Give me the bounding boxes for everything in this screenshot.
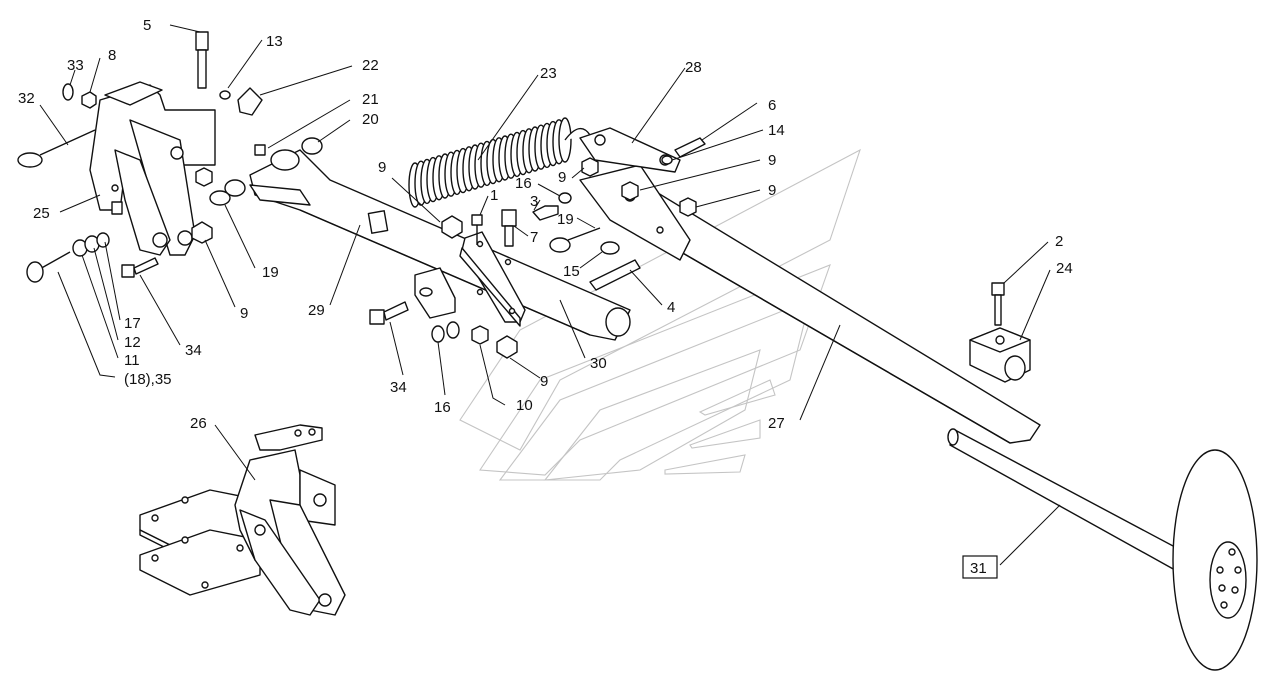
part-30-plate [459,231,526,327]
callout-25: 25 [33,205,50,222]
callout-14: 14 [768,122,785,139]
callout-6: 6 [768,97,776,114]
part-23-spring [408,117,591,208]
part-24-clamp [969,327,1031,383]
callout-19-left: 19 [262,264,279,281]
callout-labels: 5 13 22 21 20 8 33 32 25 17 12 11 (18),3… [18,17,1073,579]
callout-4: 4 [667,299,675,316]
callout-23: 23 [540,65,557,82]
part-25-left-bracket [89,81,216,256]
watermark-logo [459,148,861,481]
callout-31-box [962,555,998,579]
callout-19-mid: 19 [557,211,574,228]
callout-9-mid: 9 [378,159,386,176]
callout-34-center: 34 [390,379,407,396]
callout-2: 2 [1055,233,1063,250]
callout-16-top: 16 [515,175,532,192]
callout-10: 10 [516,397,533,414]
callout-3: 3 [530,193,538,210]
part-31-axle-wheel [947,428,1258,671]
callout-7: 7 [530,229,538,246]
part-27-frame-arm [579,164,1041,444]
callout-13: 13 [266,33,283,50]
callout-9-left: 9 [240,305,248,322]
callout-34-left: 34 [185,342,202,359]
callout-11: 11 [124,352,140,369]
bracket-plate [414,267,456,319]
callout-9-right-b: 9 [768,182,776,199]
callout-29: 29 [308,302,325,319]
callout-8: 8 [108,47,116,64]
part-29-main-arm [249,149,631,341]
callout-21: 21 [362,91,379,108]
callout-16-lower: 16 [434,399,451,416]
callout-15: 15 [563,263,580,280]
callout-22: 22 [362,57,379,74]
callout-26: 26 [190,415,207,432]
callout-30: 30 [590,355,607,372]
leader-lines [39,24,1061,566]
callout-24: 24 [1056,260,1073,277]
callout-18-35: (18),35 [124,371,172,388]
callout-9-top: 9 [558,169,566,186]
callout-32: 32 [18,90,35,107]
callout-17: 17 [124,315,141,332]
callout-20: 20 [362,111,379,128]
spring-hook [564,127,591,141]
callout-31: 31 [970,560,987,577]
callout-28: 28 [685,59,702,76]
hardware [17,31,1005,359]
callout-27: 27 [768,415,785,432]
callout-5: 5 [143,17,151,34]
callout-1: 1 [490,187,498,204]
callout-33: 33 [67,57,84,74]
part-26-lower-bracket [139,424,346,616]
callout-9-lower: 9 [540,373,548,390]
callout-12: 12 [124,334,141,351]
callout-9-right-a: 9 [768,152,776,169]
